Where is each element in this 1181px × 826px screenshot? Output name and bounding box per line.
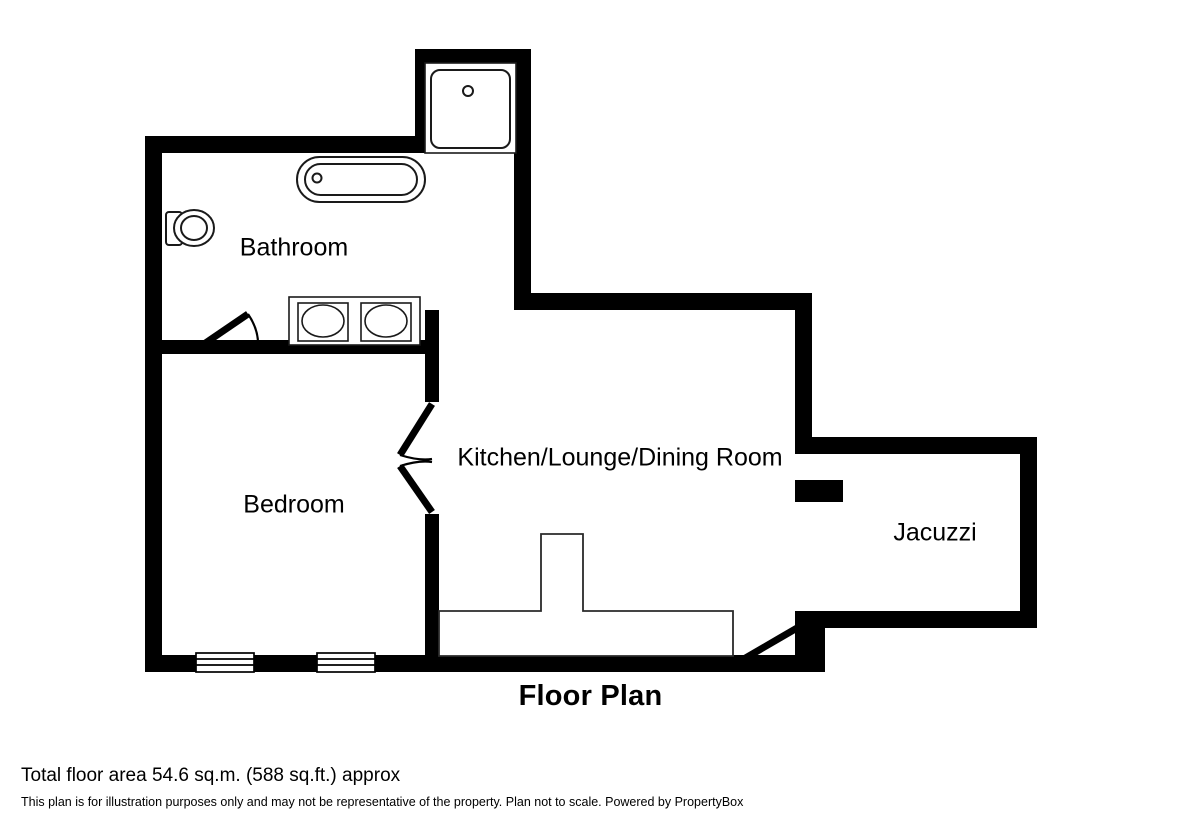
bedroom-window-left[interactable]	[195, 652, 255, 673]
bedroom-window-right-frame	[316, 652, 376, 673]
room-label-jacuzzi: Jacuzzi	[893, 519, 976, 547]
bathroom-door[interactable]	[202, 311, 260, 348]
bath-tub-inner	[304, 163, 418, 196]
bedroom-door-leaf-top	[397, 402, 435, 457]
shower-tray-icon	[424, 62, 517, 154]
bedroom-double-door[interactable]	[397, 402, 435, 514]
toilet-icon	[165, 209, 215, 247]
toilet-bowl-inner	[180, 215, 208, 241]
bath-tub-icon	[296, 156, 426, 203]
room-label-kitchen-lounge-dining: Kitchen/Lounge/Dining Room	[457, 444, 782, 472]
entrance-door-swing-arc	[796, 627, 808, 663]
window-group	[195, 652, 376, 673]
door-group	[202, 311, 808, 664]
basin-left-bowl	[301, 304, 345, 338]
entrance-door[interactable]	[740, 624, 808, 664]
bath-tub-drain	[311, 172, 323, 184]
room-label-bedroom: Bedroom	[243, 491, 344, 519]
fixture-group	[165, 62, 734, 657]
total-floor-area-text: Total floor area 54.6 sq.m. (588 sq.ft.)…	[21, 765, 401, 786]
shower-tray-inner	[430, 69, 511, 149]
wall-group	[145, 49, 1037, 672]
bedroom-door-swing-arc-bottom	[399, 460, 433, 468]
basin-right-bowl	[364, 304, 408, 338]
bedroom-window-right[interactable]	[316, 652, 376, 673]
plan-disclaimer-text: This plan is for illustration purposes o…	[21, 795, 744, 809]
footer-block: Total floor area 54.6 sq.m. (588 sq.ft.)…	[21, 764, 1121, 810]
bathroom-door-swing-arc	[247, 313, 260, 348]
bedroom-window-left-frame	[195, 652, 255, 673]
interior-wall-bedroom-kitchen-upper	[425, 310, 439, 402]
room-label-group: Bathroom Bedroom Kitchen/Lounge/Dining R…	[240, 234, 977, 547]
interior-wall-bedroom-kitchen-lower	[425, 514, 439, 672]
building-outer-walls	[145, 49, 1037, 672]
bedroom-door-leaf-bottom	[397, 464, 435, 514]
wall-kitchen-jacuzzi-notch	[795, 480, 843, 502]
entrance-door-leaf	[740, 624, 799, 664]
double-basin-vanity-icon	[288, 296, 421, 346]
kitchen-counter-run	[438, 533, 734, 657]
bedroom-door-swing-arc-top	[399, 453, 433, 461]
wall-entrance-pier	[795, 611, 825, 672]
shower-drain	[462, 85, 474, 97]
room-label-bathroom: Bathroom	[240, 234, 348, 262]
bathroom-door-leaf	[202, 311, 250, 347]
plan-title: Floor Plan	[518, 680, 663, 712]
